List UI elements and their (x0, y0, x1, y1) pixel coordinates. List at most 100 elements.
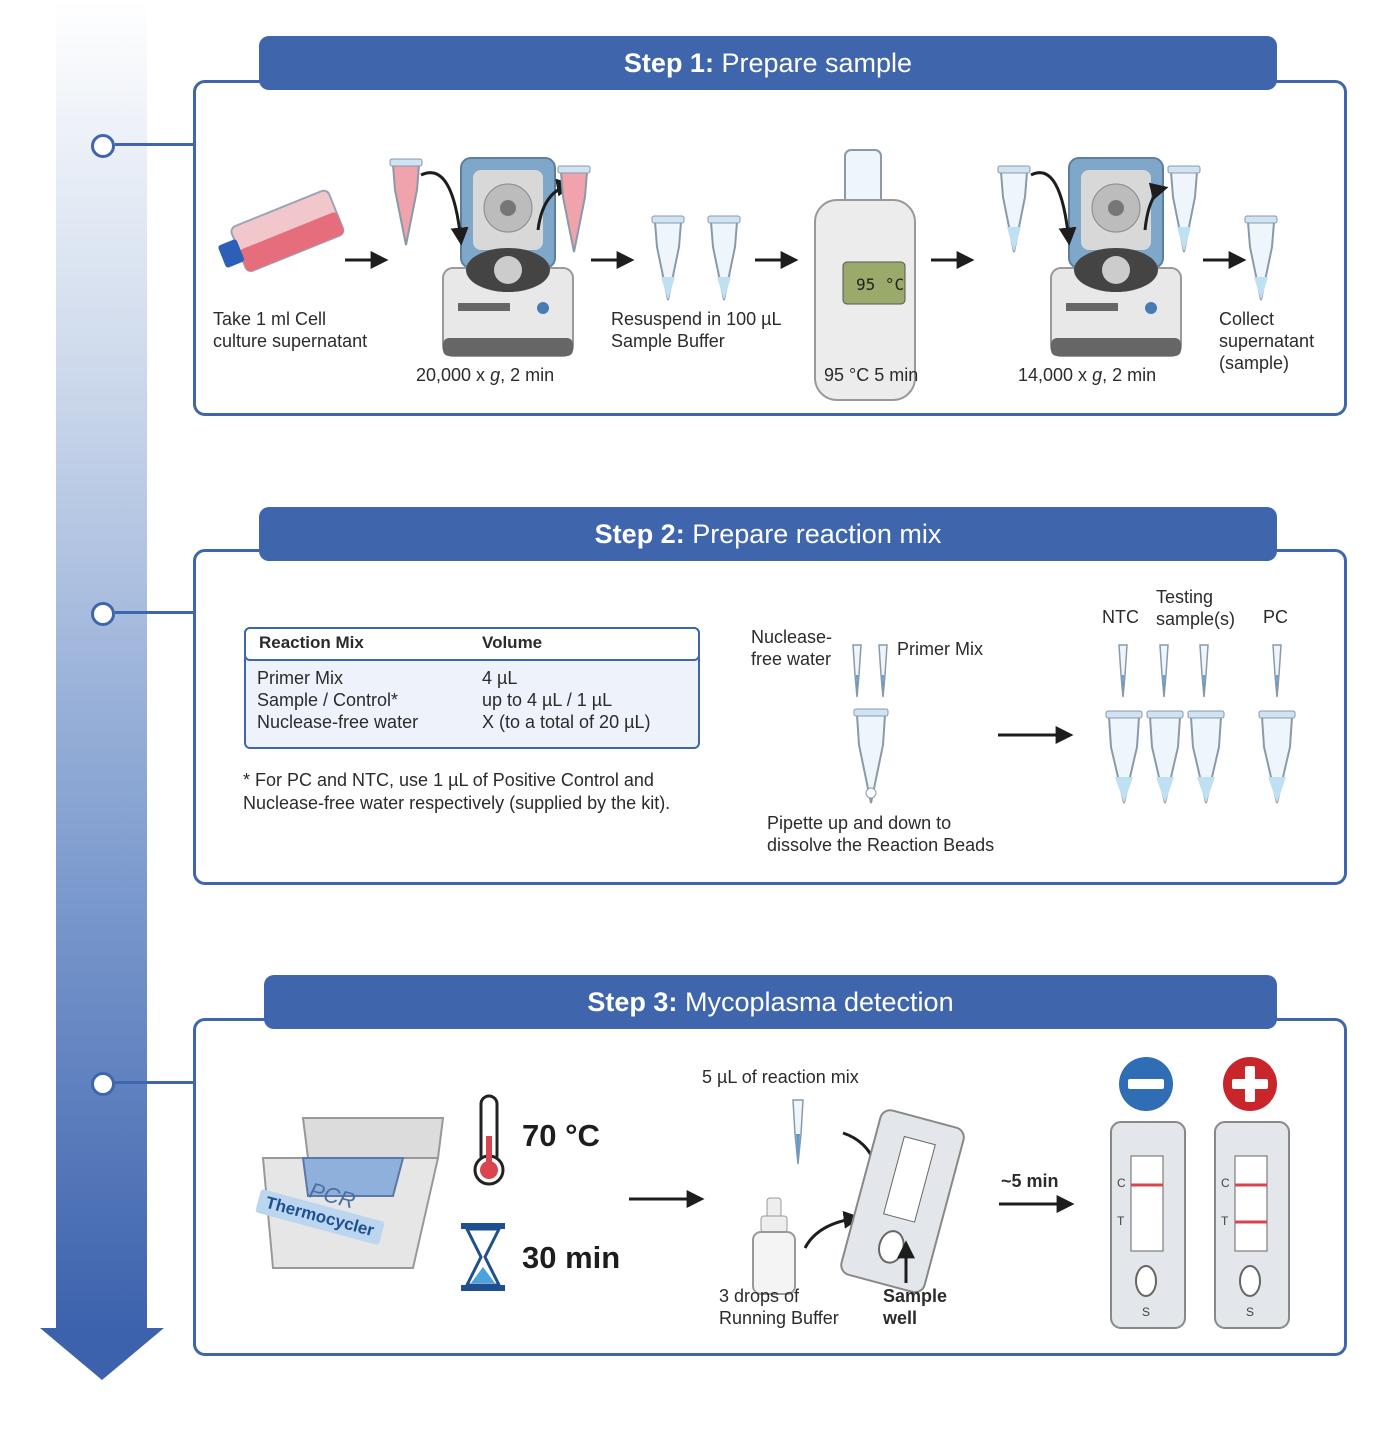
step2-illustrations (852, 644, 1296, 804)
flow-arrow (420, 171, 469, 246)
reaction-mix-table-header (244, 627, 700, 661)
pipette-tip-icon (792, 1099, 804, 1165)
ntc-label: NTC (1102, 607, 1139, 627)
step1-header: Step 1: Prepare sample (259, 36, 1277, 90)
wait-time-label: ~5 min (1001, 1171, 1059, 1191)
strip-test-marker: T (1117, 1214, 1125, 1228)
dropper-bottle-icon (752, 1197, 796, 1295)
spin1-label: 20,000 x g, 2 min (416, 364, 554, 386)
step1-number: Step 1: (623, 48, 714, 78)
thermometer-icon (473, 1094, 505, 1186)
sample-tube-icon (997, 165, 1031, 253)
timeline-node-step3 (91, 1072, 115, 1096)
flow-arrow (1030, 171, 1077, 246)
spin1-suffix: , 2 min (500, 365, 555, 385)
drops-label-line1: 3 drops of (719, 1286, 800, 1306)
testing-label-line2: sample(s) (1156, 609, 1236, 629)
pc-tube-icon (1258, 710, 1296, 804)
step3-header: Step 3: Mycoplasma detection (264, 975, 1277, 1029)
sample-tube-pink-icon (389, 158, 423, 246)
step2-title: Prepare reaction mix (692, 519, 942, 549)
timeline-connector-step2 (115, 611, 195, 614)
ntc-tube-icon (1105, 710, 1143, 804)
testing-label-line1: Testing (1156, 587, 1214, 607)
step1-title: Prepare sample (721, 48, 913, 78)
table-cell: Sample / Control* (257, 690, 399, 710)
primer-mix-label: Primer Mix (897, 639, 983, 659)
timeline-node-step2 (91, 602, 115, 626)
pipette-tip-icon (878, 644, 888, 698)
spin2-prefix: 14,000 x (1018, 365, 1093, 385)
sample-well-label-line1: Sample (883, 1286, 948, 1306)
footnote-line2: Nuclease-free water respectively (suppli… (243, 793, 671, 813)
centrifuge-icon (1050, 157, 1182, 357)
step3-illustrations (261, 1057, 1290, 1329)
negative-result-icon (1119, 1057, 1173, 1111)
testing-sample-tube-icon (1146, 710, 1184, 804)
spin2-label: 14,000 x g, 2 min (1018, 364, 1156, 386)
table-cell: X (to a total of 20 µL) (482, 712, 651, 732)
timeline-arrowhead (40, 1328, 164, 1380)
resuspend-label-line2: Sample Buffer (611, 331, 725, 351)
take-sample-label-line2: culture supernatant (213, 331, 368, 351)
table-cell: Primer Mix (257, 668, 343, 688)
negative-test-strip-icon (1110, 1121, 1186, 1329)
heat-label: 95 °C 5 min (824, 365, 919, 385)
take-sample-label-line1: Take 1 ml Cell (213, 309, 327, 329)
strip-test-marker: T (1221, 1214, 1229, 1228)
testing-sample-tube-icon (1187, 710, 1225, 804)
collect-label-line3: (sample) (1219, 353, 1290, 373)
collected-sample-tube-icon (1244, 215, 1278, 301)
sample-well-label-line2: well (883, 1308, 918, 1328)
pipette-tip-icon (1159, 644, 1169, 698)
drops-label-line2: Running Buffer (719, 1308, 839, 1328)
pipette-tip-icon (852, 644, 862, 698)
table-cell: Nuclease-free water (257, 712, 419, 732)
timeline-connector-step3 (115, 1081, 195, 1084)
spin1-prefix: 20,000 x (416, 365, 491, 385)
heat-block-display: 95 °C (856, 275, 905, 294)
supernatant-tube-pink-icon (557, 165, 591, 253)
thermocycler-icon (261, 1117, 445, 1269)
step2-header: Step 2: Prepare reaction mix (259, 507, 1277, 561)
collect-label-line1: Collect (1219, 309, 1275, 329)
strip-control-marker: C (1117, 1176, 1126, 1190)
pipette-tip-icon (1199, 644, 1209, 698)
heat-block-icon (814, 149, 916, 401)
pipette-label-line1: Pipette up and down to (767, 813, 952, 833)
strip-control-marker: C (1221, 1176, 1230, 1190)
spin2-g: g (1092, 365, 1103, 385)
strip-sample-marker: S (1142, 1305, 1151, 1319)
flow-arrow (803, 1210, 862, 1249)
table-header-volume: Volume (482, 633, 543, 652)
nuclease-label-line1: Nuclease- (751, 627, 833, 647)
step2-number: Step 2: (594, 519, 685, 549)
culture-flask-icon (218, 189, 345, 272)
pipette-tip-icon (1272, 644, 1282, 698)
step3-title: Mycoplasma detection (684, 987, 954, 1017)
flow-arrow (1143, 182, 1169, 231)
temperature-value: 70 °C (522, 1118, 600, 1153)
timeline-connector-step1 (115, 143, 195, 146)
table-cell: 4 µL (482, 668, 518, 688)
test-cassette-icon (840, 1109, 965, 1294)
step3-number: Step 3: (587, 987, 678, 1017)
table-cell: up to 4 µL / 1 µL (482, 690, 613, 710)
duration-value: 30 min (522, 1240, 621, 1275)
footnote-line1: * For PC and NTC, use 1 µL of Positive C… (243, 770, 654, 790)
resuspend-label-line1: Resuspend in 100 µL (611, 309, 782, 329)
collect-label-line2: supernatant (1219, 331, 1315, 351)
hourglass-icon (461, 1223, 505, 1291)
reaction-bead-tube-icon (853, 708, 889, 804)
nuclease-label-line2: free water (751, 649, 832, 669)
table-header-reaction-mix: Reaction Mix (259, 633, 364, 652)
centrifuge-icon (442, 157, 574, 357)
strip-sample-marker: S (1246, 1305, 1255, 1319)
resuspend-tube-icon (651, 215, 685, 301)
step1-illustrations (218, 149, 1278, 401)
timeline-bar (56, 0, 147, 1330)
pipette-tip-icon (1118, 644, 1128, 698)
spin2-suffix: , 2 min (1102, 365, 1157, 385)
positive-result-icon (1223, 1057, 1277, 1111)
spin1-g: g (490, 365, 501, 385)
